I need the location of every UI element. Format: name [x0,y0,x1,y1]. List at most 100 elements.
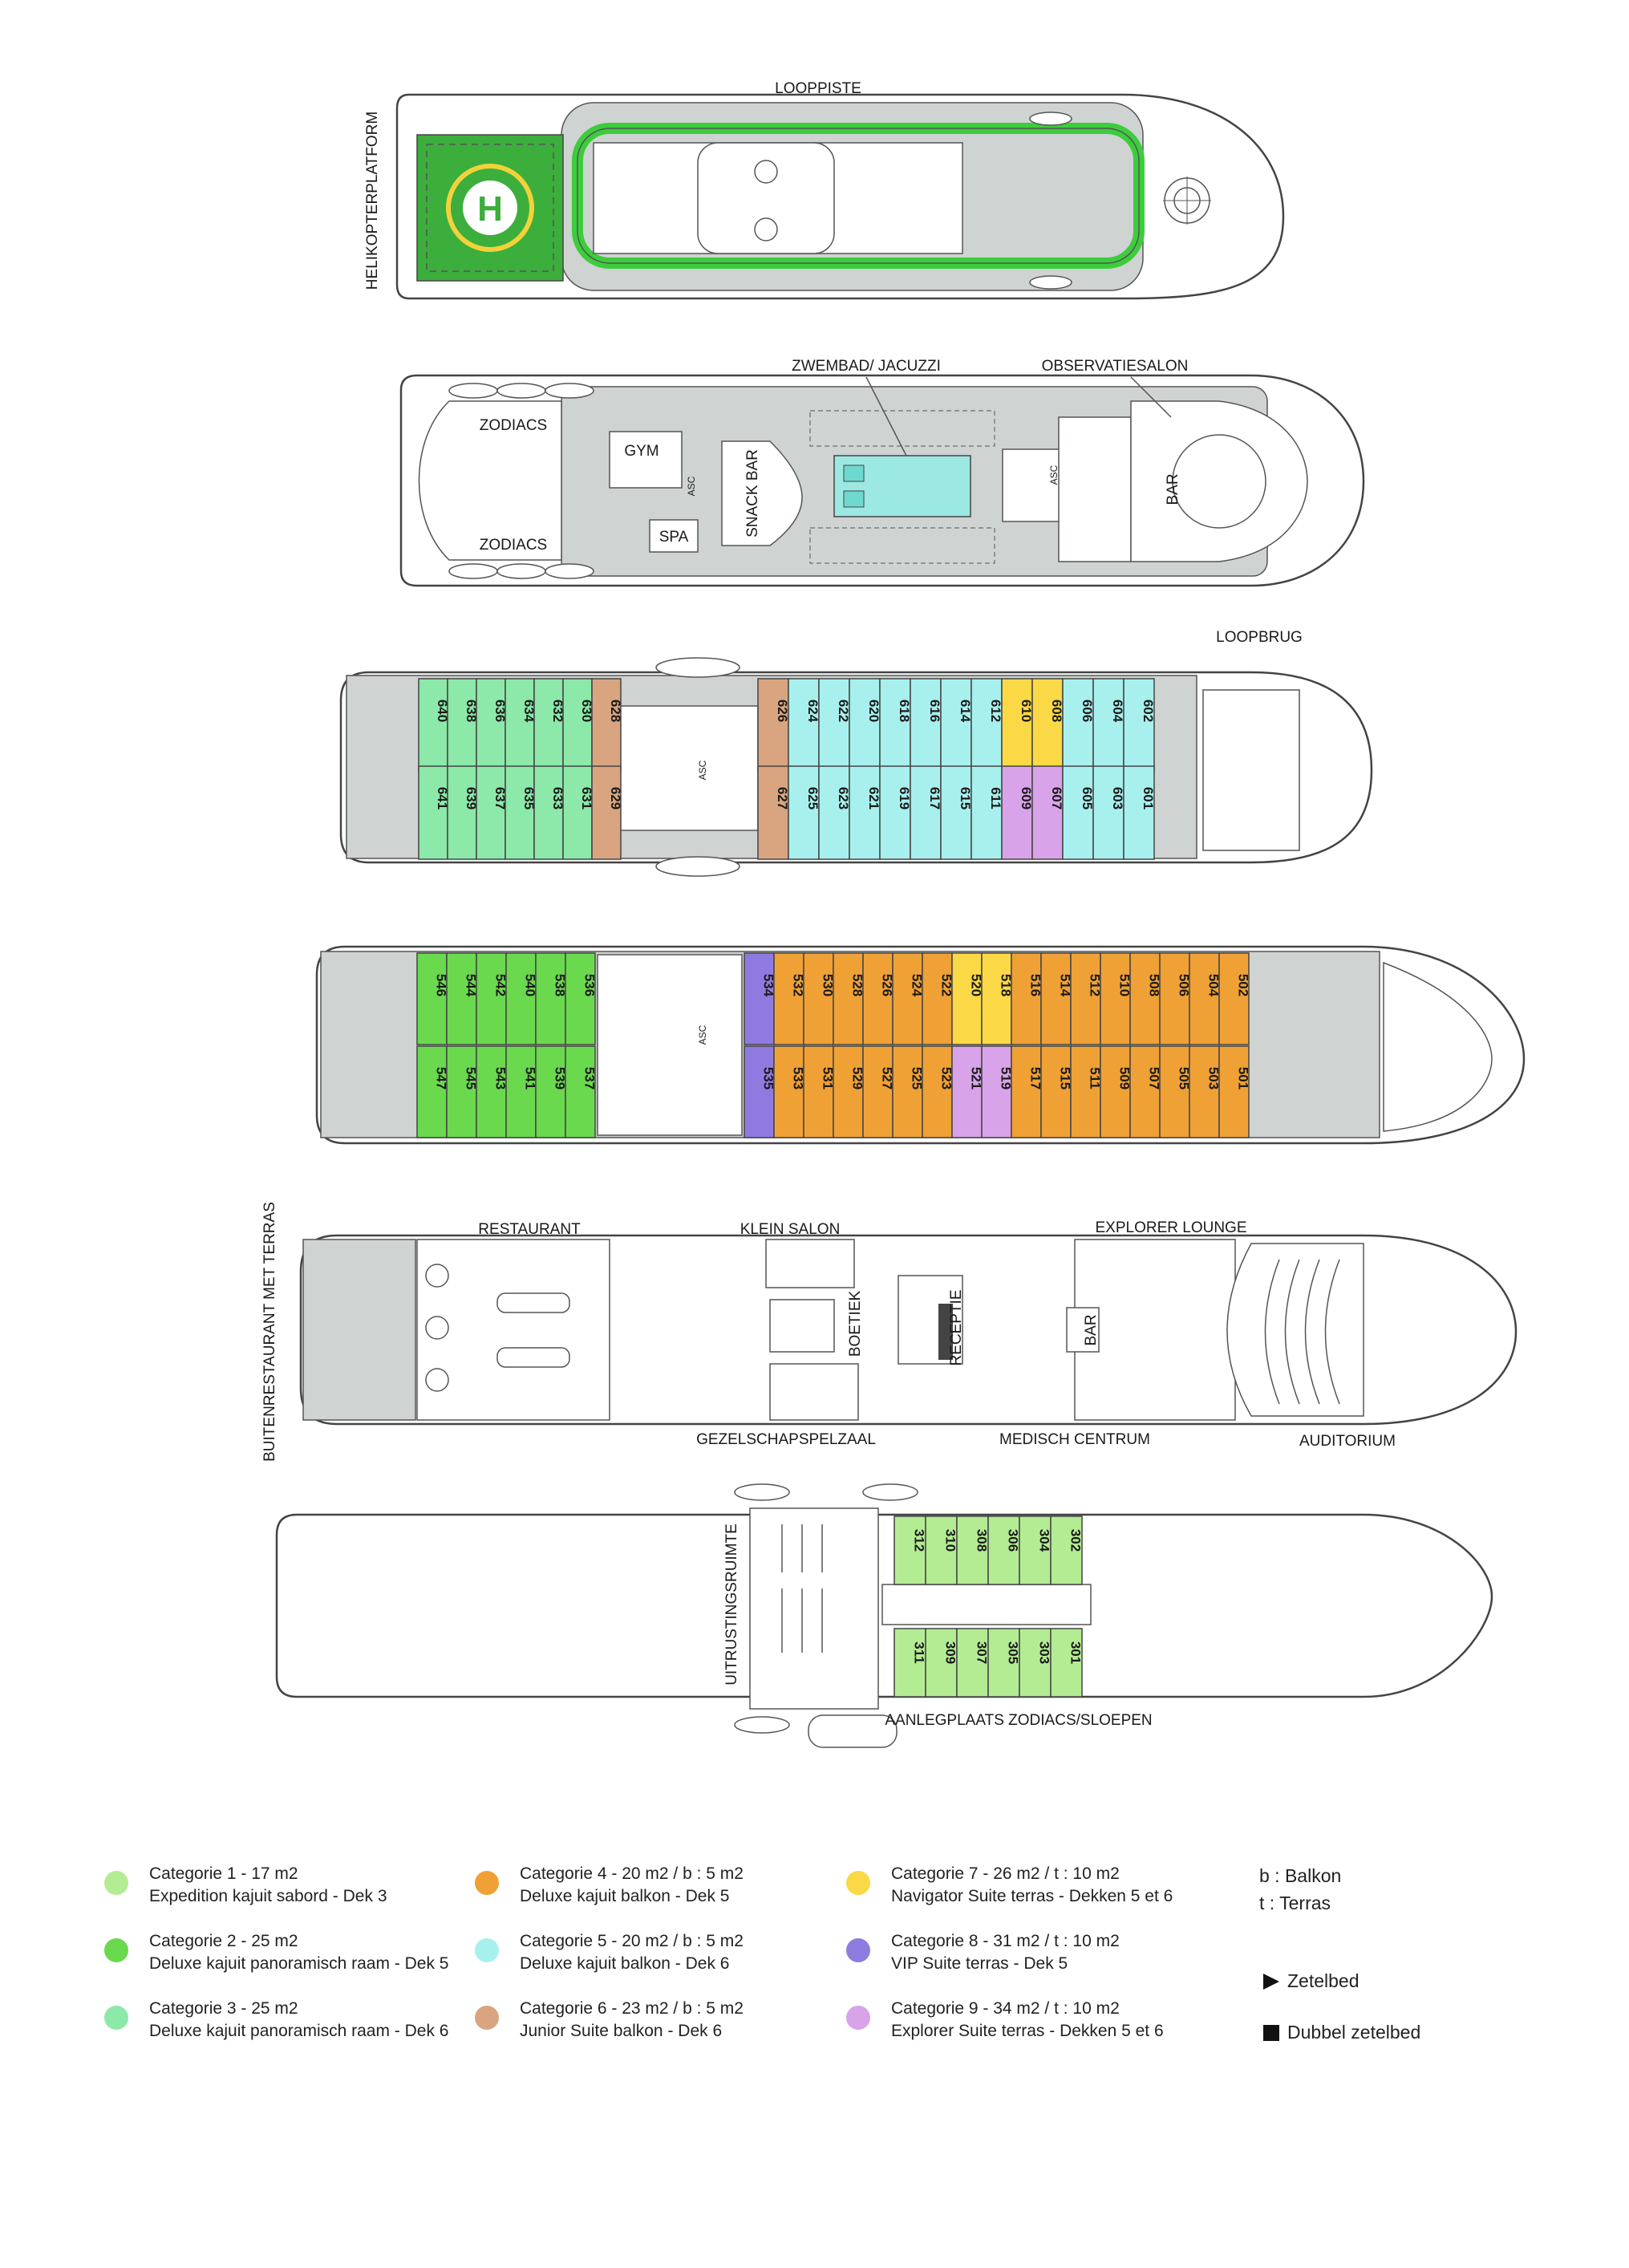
cabin-604[interactable] [1092,678,1124,773]
cabin-631[interactable] [562,765,593,860]
cabin-531[interactable] [803,1045,834,1138]
pool-jacuzzi[interactable] [833,455,971,517]
cabin-516[interactable] [1011,952,1042,1045]
cabin-515[interactable] [1040,1045,1072,1138]
cabin-624[interactable] [788,678,820,773]
cabin-519[interactable] [981,1045,1012,1138]
cabin-539[interactable] [535,1045,566,1138]
cabin-602[interactable] [1123,678,1155,773]
klein-salon[interactable] [765,1239,855,1288]
cabin-518[interactable] [981,952,1012,1045]
cabin-527[interactable] [862,1045,894,1138]
cabin-311[interactable] [894,1628,926,1698]
cabin-525[interactable] [892,1045,923,1138]
boetiek[interactable] [769,1299,835,1353]
cabin-504[interactable] [1189,952,1220,1045]
cabin-601[interactable] [1123,765,1155,860]
cabin-528[interactable] [833,952,864,1045]
cabin-506[interactable] [1159,952,1190,1045]
cabin-606[interactable] [1062,678,1094,773]
cabin-505[interactable] [1159,1045,1190,1138]
cabin-502[interactable] [1218,952,1250,1045]
cabin-543[interactable] [476,1045,507,1138]
cabin-617[interactable] [910,765,942,860]
cabin-533[interactable] [773,1045,804,1138]
cabin-639[interactable] [447,765,477,860]
cabin-517[interactable] [1011,1045,1042,1138]
gym-room[interactable] [609,431,683,489]
observation-bar[interactable] [1172,434,1266,529]
cabin-538[interactable] [535,952,566,1045]
cabin-509[interactable] [1100,1045,1131,1138]
cabin-308[interactable] [956,1515,989,1585]
cabin-536[interactable] [565,952,596,1045]
cabin-508[interactable] [1129,952,1161,1045]
cabin-310[interactable] [925,1515,958,1585]
cabin-623[interactable] [818,765,850,860]
cabin-630[interactable] [562,678,593,773]
cabin-304[interactable] [1019,1515,1052,1585]
cabin-523[interactable] [922,1045,953,1138]
cabin-301[interactable] [1050,1628,1083,1698]
cabin-306[interactable] [987,1515,1020,1585]
spa-room[interactable] [649,519,699,553]
cabin-608[interactable] [1031,678,1064,773]
cabin-629[interactable] [591,765,622,860]
buitenrestaurant-terras[interactable] [302,1239,416,1421]
cabin-532[interactable] [773,952,804,1045]
cabin-622[interactable] [818,678,850,773]
cabin-641[interactable] [418,765,448,860]
cabin-635[interactable] [505,765,535,860]
cabin-634[interactable] [505,678,535,773]
cabin-530[interactable] [803,952,834,1045]
cabin-534[interactable] [744,952,775,1045]
cabin-607[interactable] [1031,765,1064,860]
cabin-514[interactable] [1040,952,1072,1045]
cabin-612[interactable] [971,678,1003,773]
cabin-614[interactable] [940,678,972,773]
cabin-615[interactable] [940,765,972,860]
cabin-621[interactable] [849,765,881,860]
cabin-545[interactable] [446,1045,477,1138]
cabin-637[interactable] [476,765,506,860]
cabin-609[interactable] [1001,765,1033,860]
cabin-507[interactable] [1129,1045,1161,1138]
cabin-302[interactable] [1050,1515,1083,1585]
cabin-541[interactable] [505,1045,537,1138]
cabin-610[interactable] [1001,678,1033,773]
cabin-620[interactable] [849,678,881,773]
cabin-626[interactable] [757,678,789,773]
cabin-546[interactable] [416,952,448,1045]
cabin-305[interactable] [987,1628,1020,1698]
gezelschapspelzaal[interactable] [769,1363,859,1421]
uitrustingsruimte[interactable] [749,1507,879,1710]
cabin-511[interactable] [1070,1045,1101,1138]
cabin-611[interactable] [971,765,1003,860]
cabin-501[interactable] [1218,1045,1250,1138]
cabin-616[interactable] [910,678,942,773]
cabin-529[interactable] [833,1045,864,1138]
cabin-312[interactable] [894,1515,926,1585]
cabin-540[interactable] [505,952,537,1045]
cabin-524[interactable] [892,952,923,1045]
cabin-522[interactable] [922,952,953,1045]
cabin-309[interactable] [925,1628,958,1698]
cabin-603[interactable] [1092,765,1124,860]
cabin-605[interactable] [1062,765,1094,860]
cabin-535[interactable] [744,1045,775,1138]
cabin-521[interactable] [951,1045,983,1138]
bar-4[interactable] [1066,1307,1100,1353]
explorer-lounge[interactable] [1074,1239,1236,1421]
cabin-512[interactable] [1070,952,1101,1045]
cabin-640[interactable] [418,678,448,773]
restaurant[interactable] [416,1239,610,1421]
cabin-537[interactable] [565,1045,596,1138]
cabin-618[interactable] [879,678,911,773]
cabin-520[interactable] [951,952,983,1045]
cabin-625[interactable] [788,765,820,860]
cabin-307[interactable] [956,1628,989,1698]
cabin-547[interactable] [416,1045,448,1138]
cabin-632[interactable] [533,678,564,773]
cabin-544[interactable] [446,952,477,1045]
cabin-636[interactable] [476,678,506,773]
